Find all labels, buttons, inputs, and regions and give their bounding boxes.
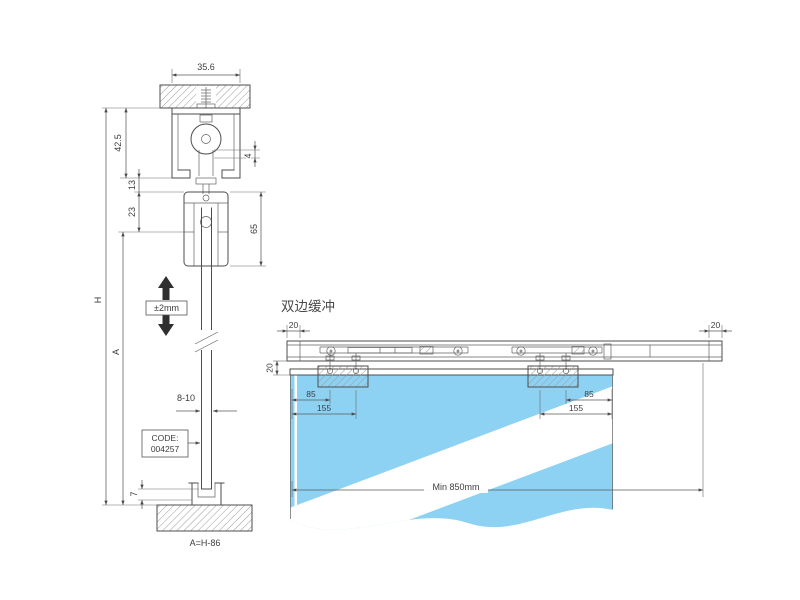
track-rail xyxy=(286,340,723,362)
dim-clamp-65: 65 xyxy=(230,191,266,267)
break-symbol xyxy=(195,330,218,350)
adjuster-label: ±2mm xyxy=(154,303,179,313)
dim-side-20-label: 20 xyxy=(265,363,275,373)
dim-plate-4-label: 4 xyxy=(243,153,253,158)
dim-left-85-label: 85 xyxy=(306,389,316,399)
door-clamp-right xyxy=(527,365,579,388)
dim-track-width: 35.6 xyxy=(171,62,241,83)
carriage-left xyxy=(319,346,469,369)
dim-plate-4: 4 xyxy=(242,141,257,167)
code-label-line2: 004257 xyxy=(151,444,180,454)
hanger-bolt xyxy=(195,149,260,194)
dim-right-clamp: 85 155 xyxy=(539,389,613,419)
floor-guide xyxy=(188,482,225,506)
dim-floor-7-label: 7 xyxy=(129,491,139,496)
dim-left-clamp: 85 155 xyxy=(291,389,357,419)
bolt-icon xyxy=(353,368,359,374)
dim-side-20: 20 xyxy=(263,360,290,376)
bolt-icon xyxy=(563,368,569,374)
glass-thickness-dim: 8-10 xyxy=(176,393,237,413)
roller-wheel xyxy=(190,114,222,155)
elevation-view: 双边缓冲 20 20 xyxy=(263,299,732,530)
dim-gap-23-label: 23 xyxy=(127,207,137,217)
glass-door xyxy=(289,368,614,530)
dim-floor-7: 7 xyxy=(128,480,199,509)
dim-track-height-label: 42.5 xyxy=(113,134,123,152)
roller-icon xyxy=(453,346,463,356)
dim-end-right-20: 20 xyxy=(699,320,732,338)
dim-end-left-20-label: 20 xyxy=(289,320,299,330)
section-view: 35.6 xyxy=(92,62,266,548)
dim-clamp-65-label: 65 xyxy=(249,224,259,234)
left-dimension-chain: 42.5 13 23 H A xyxy=(92,107,184,506)
dim-track-width-label: 35.6 xyxy=(197,62,215,72)
dim-right-85-label: 85 xyxy=(584,389,594,399)
ceiling-block xyxy=(159,84,251,109)
min-width-dim: Min 850mm xyxy=(291,363,704,497)
dim-gap-13-label: 13 xyxy=(127,180,137,190)
formula-label: A=H-86 xyxy=(190,538,221,548)
carriage-right xyxy=(511,346,603,369)
glass-reflection-stripe xyxy=(290,375,613,530)
track-profile xyxy=(171,107,241,179)
dim-end-right-20-label: 20 xyxy=(711,320,721,330)
code-box: CODE: 004257 xyxy=(141,429,200,458)
glass-clamp xyxy=(183,191,229,267)
arrow-down-icon xyxy=(158,312,174,336)
roller-icon xyxy=(516,346,526,356)
height-adjuster: ±2mm xyxy=(145,276,188,336)
dim-left-155-label: 155 xyxy=(317,403,331,413)
dim-overall-h-label: H xyxy=(93,297,103,304)
floor-block xyxy=(156,504,253,532)
glass-panel xyxy=(194,207,219,490)
door-clamp-left xyxy=(317,365,369,388)
elevation-title: 双边缓冲 xyxy=(281,299,335,314)
dim-end-left-20: 20 xyxy=(277,320,310,338)
code-label-line1: CODE: xyxy=(152,433,179,443)
arrow-up-icon xyxy=(158,276,174,300)
bolt-icon xyxy=(537,368,543,374)
bolt-icon xyxy=(327,368,333,374)
glass-thickness-label: 8-10 xyxy=(177,393,195,403)
roller-icon xyxy=(588,346,598,356)
roller-icon xyxy=(326,346,336,356)
dim-right-155-label: 155 xyxy=(569,403,583,413)
min-width-label: Min 850mm xyxy=(432,482,479,492)
end-stop xyxy=(603,343,612,360)
dim-door-a-label: A xyxy=(111,349,121,355)
